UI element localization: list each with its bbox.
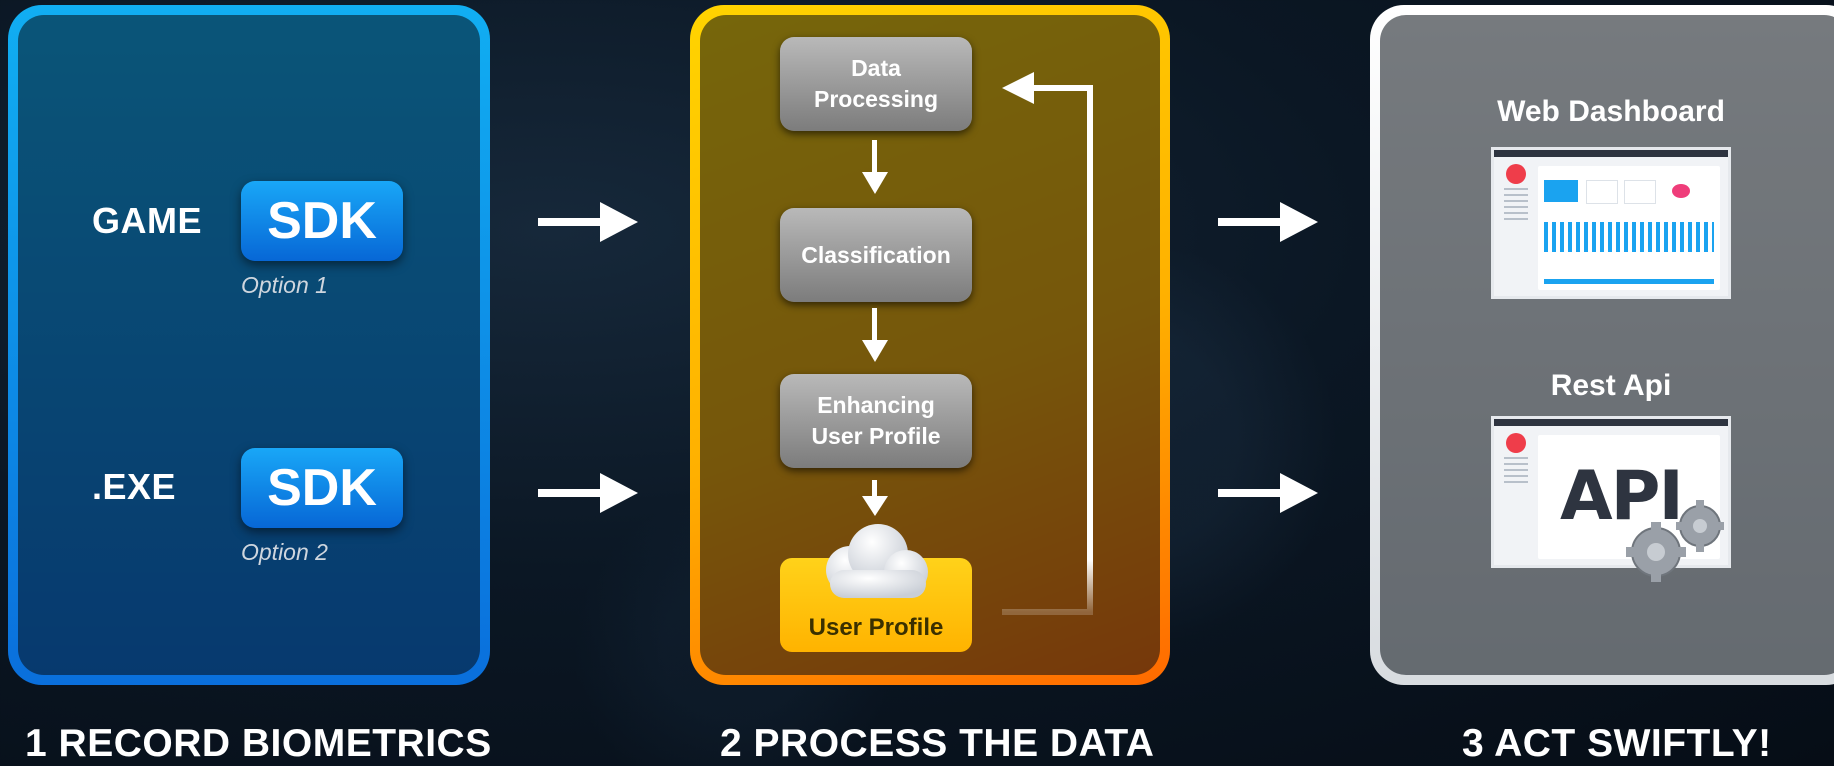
rest-api-title: Rest Api	[1550, 369, 1672, 402]
box-line: Processing	[814, 86, 938, 112]
user-profile-label: User Profile	[808, 614, 944, 641]
api-label: API	[1560, 457, 1684, 536]
exe-label: .EXE	[92, 466, 177, 507]
arrow-right-icon	[538, 202, 638, 242]
gear-icon	[1626, 500, 1724, 582]
arrow-right-icon	[1218, 473, 1318, 513]
record-biometrics-panel	[8, 5, 490, 685]
option-1-label: Option 1	[241, 272, 328, 298]
box-line: Classification	[801, 241, 951, 268]
act-swiftly-panel	[1370, 5, 1834, 685]
step-2-caption: 2 PROCESS THE DATA	[720, 722, 1155, 765]
box-line: Enhancing	[817, 392, 935, 418]
arrow-down-icon	[862, 308, 888, 362]
option-2-label: Option 2	[241, 539, 328, 565]
web-dashboard-screenshot[interactable]	[1491, 147, 1731, 299]
arrow-down-icon	[862, 480, 888, 516]
classification-box: Classification	[780, 208, 972, 302]
box-line: User Profile	[811, 423, 941, 449]
box-line: Data	[851, 55, 901, 81]
cloud-icon	[826, 524, 928, 598]
web-dashboard-title: Web Dashboard	[1497, 95, 1725, 128]
arrow-right-icon	[538, 473, 638, 513]
arrow-down-icon	[862, 140, 888, 194]
step-1-caption: 1 RECORD BIOMETRICS	[25, 722, 492, 765]
game-label: GAME	[92, 200, 202, 241]
feedback-loop-arrow	[1002, 72, 1093, 615]
arrow-right-icon	[1218, 202, 1318, 242]
sdk-option-2-button[interactable]: SDK	[241, 448, 403, 528]
step-3-caption: 3 ACT SWIFTLY!	[1462, 722, 1772, 765]
sdk-option-1-button[interactable]: SDK	[241, 181, 403, 261]
